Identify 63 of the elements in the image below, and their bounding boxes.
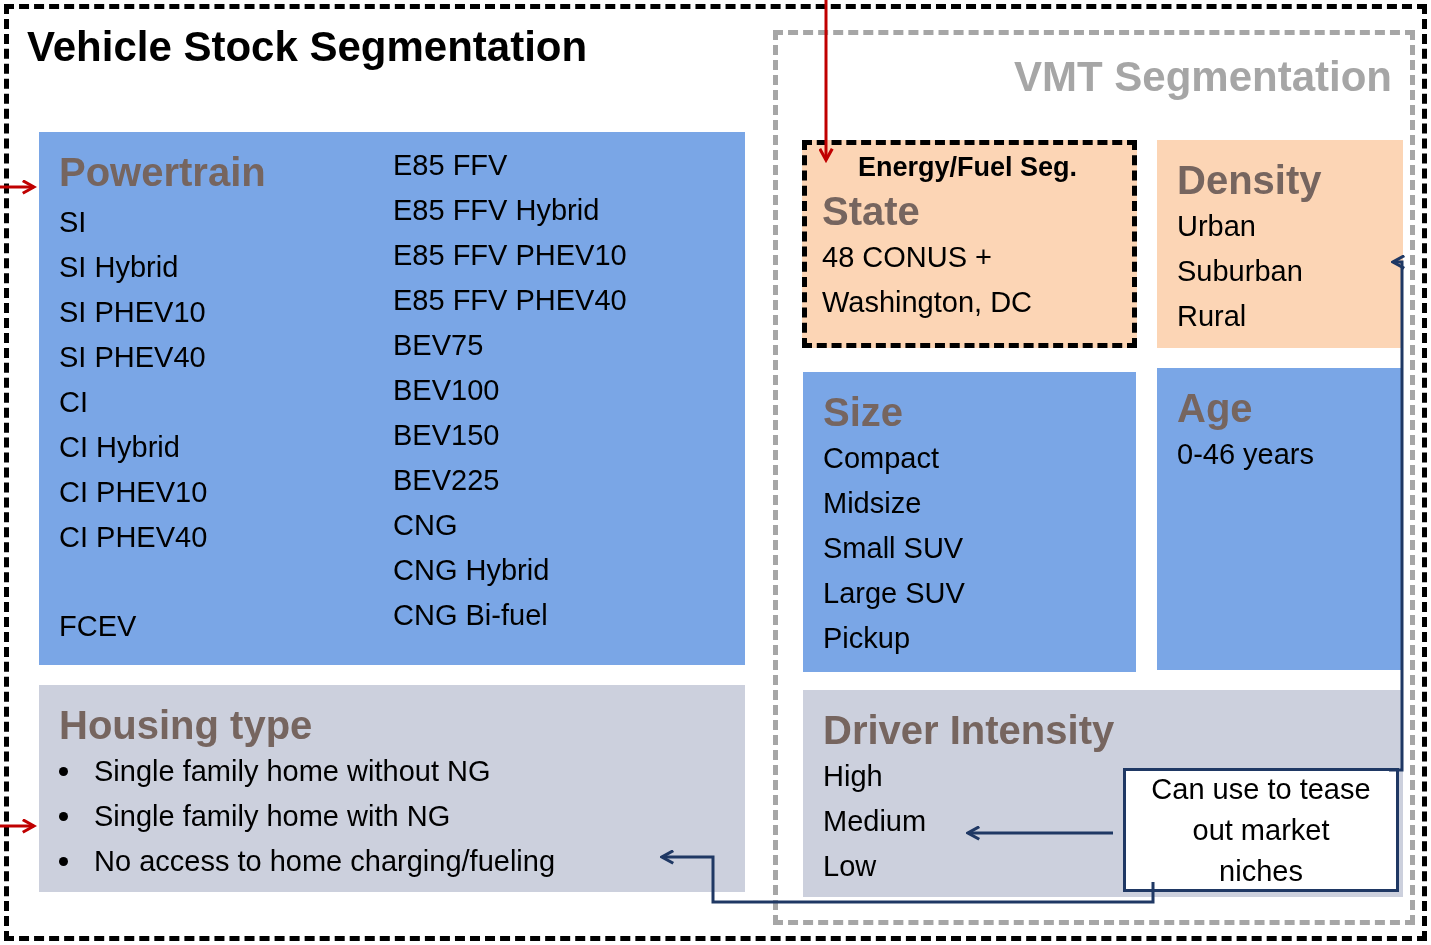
list-item: CI xyxy=(59,385,88,420)
section-heading: Density xyxy=(1177,157,1322,204)
list-item: Midsize xyxy=(823,486,923,521)
section-heading: State xyxy=(822,188,921,235)
section-heading: Size xyxy=(823,389,905,436)
list-item: SI xyxy=(59,205,87,240)
list-item: Small SUV xyxy=(823,531,965,566)
list-item: Single family home with NG xyxy=(94,799,451,834)
arrow xyxy=(818,0,834,162)
dashed-group-frame xyxy=(773,30,1415,925)
list-item: High xyxy=(823,759,884,794)
list-item: 48 CONUS + Washington, DC xyxy=(822,240,1034,320)
category-panel xyxy=(1157,368,1403,670)
arrow xyxy=(660,849,1155,904)
list-item: Urban xyxy=(1177,209,1257,244)
list-item: E85 FFV xyxy=(393,148,508,183)
list-item: CNG xyxy=(393,508,458,543)
list-item: BEV75 xyxy=(393,328,484,363)
category-panel xyxy=(802,140,1137,348)
list-item: Medium xyxy=(823,804,928,839)
dashed-group-frame xyxy=(4,4,1427,941)
arrow xyxy=(1389,254,1406,772)
list-item: Suburban xyxy=(1177,254,1304,289)
list-item: Pickup xyxy=(823,621,912,656)
list-item: CI PHEV40 xyxy=(59,520,208,555)
list-item: E85 FFV PHEV10 xyxy=(393,238,627,273)
callout-box xyxy=(1123,768,1399,892)
section-heading: Powertrain xyxy=(59,149,266,196)
section-heading: Energy/Fuel Seg. xyxy=(858,151,1079,184)
list-item: CI Hybrid xyxy=(59,430,180,465)
list-item: Compact xyxy=(823,441,941,476)
section-heading: Age xyxy=(1177,385,1254,432)
list-item: Single family home without NG xyxy=(94,754,491,789)
list-item: BEV225 xyxy=(393,463,500,498)
category-panel xyxy=(803,372,1136,672)
arrow xyxy=(0,818,36,834)
section-heading: Housing type xyxy=(59,702,314,749)
arrow xyxy=(0,179,36,195)
arrow xyxy=(966,825,1113,841)
list-item: No access to home charging/fueling xyxy=(94,844,556,879)
category-panel xyxy=(39,132,745,665)
list-item: Rural xyxy=(1177,299,1248,334)
list-item: 0-46 years xyxy=(1177,437,1314,472)
list-item: SI Hybrid xyxy=(59,250,179,285)
section-heading: Driver Intensity xyxy=(823,707,1115,754)
group-heading: Vehicle Stock Segmentation xyxy=(27,22,588,72)
list-item: BEV100 xyxy=(393,373,500,408)
list-item: SI PHEV40 xyxy=(59,340,206,375)
list-item: E85 FFV Hybrid xyxy=(393,193,600,228)
category-panel xyxy=(1157,140,1403,348)
list-item: BEV150 xyxy=(393,418,500,453)
category-panel xyxy=(39,685,745,892)
group-title: VMT Segmentation xyxy=(1013,52,1392,102)
list-item: Low xyxy=(823,849,878,884)
category-panel xyxy=(803,690,1403,897)
callout-text: Can use to tease out market niches xyxy=(1150,771,1372,889)
list-item: E85 FFV PHEV40 xyxy=(393,283,627,318)
list-item: FCEV xyxy=(59,609,137,644)
list-item: CNG Bi-fuel xyxy=(393,598,548,633)
list-item: SI PHEV10 xyxy=(59,295,206,330)
list-item: Large SUV xyxy=(823,576,965,611)
list-item: CNG Hybrid xyxy=(393,553,550,588)
list-item: CI PHEV10 xyxy=(59,475,208,510)
